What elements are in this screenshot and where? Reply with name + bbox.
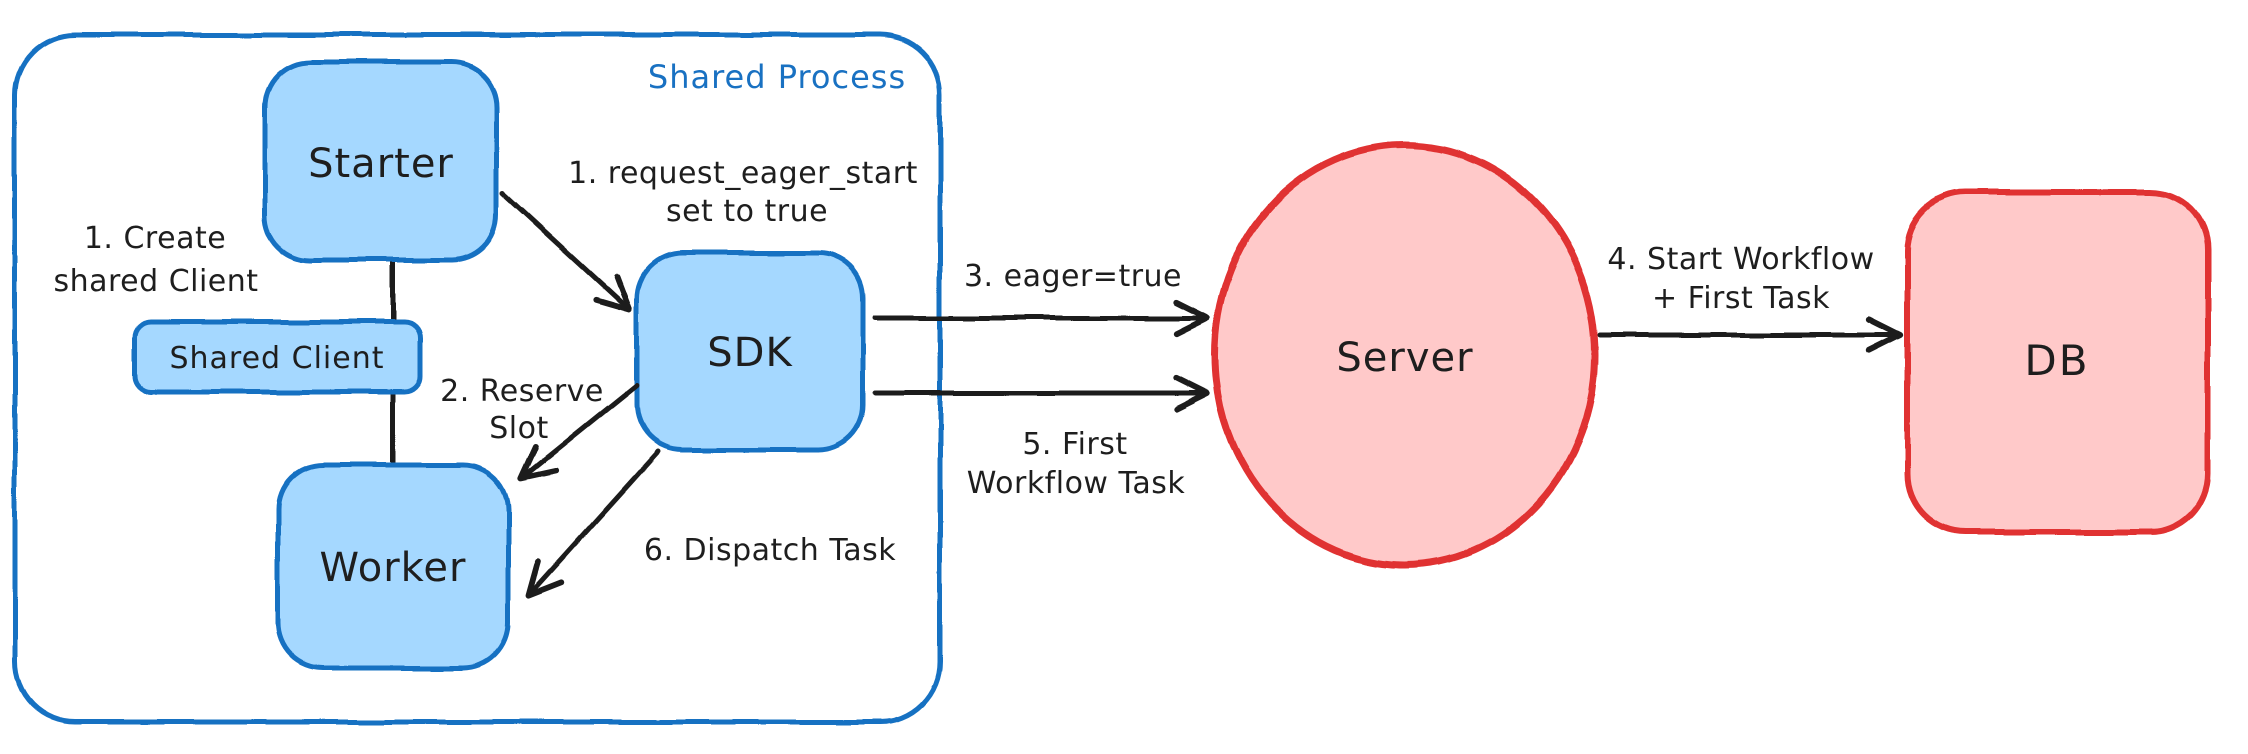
starter-node [262,59,500,263]
annotation-reserve-slot-line1: 2. Reserve [440,374,604,409]
arrow-sdk-reserve-slot [518,382,640,482]
sdk-node [634,250,866,453]
db-node [1904,189,2211,535]
annotation-first-workflow-task-line2: Workflow Task [967,466,1186,501]
annotation-reserve-slot-line2: Slot [489,411,549,446]
server-node [1211,141,1599,569]
shared-client-node [132,319,423,395]
server-label: Server [1336,335,1473,381]
annotation-create-shared-client-line2: shared Client [53,264,258,299]
arrow-sdk-dispatch-task [525,449,661,599]
annotation-eager-true: 3. eager=true [964,259,1182,294]
shared-process-label: Shared Process [648,58,906,96]
annotation-request-eager-start-line1: 1. request_eager_start [568,156,918,191]
annotation-request-eager-start-line2: set to true [666,194,828,229]
worker-label: Worker [320,545,467,591]
sdk-label: SDK [707,330,793,376]
annotation-first-workflow-task-line1: 5. First [1022,427,1127,462]
annotation-start-workflow-line1: 4. Start Workflow [1607,242,1874,277]
annotation-start-workflow-line2: + First Task [1652,281,1830,316]
annotation-dispatch-task: 6. Dispatch Task [644,533,896,568]
annotation-create-shared-client-line1: 1. Create [84,221,226,256]
shared-client-label: Shared Client [169,341,384,376]
arrow-starter-to-sdk [500,190,633,313]
starter-label: Starter [308,141,454,187]
db-label: DB [2024,336,2089,385]
shared-process-container [12,32,943,725]
worker-node [275,462,511,671]
